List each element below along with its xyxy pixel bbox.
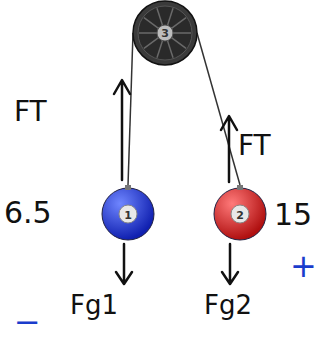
force-label: Fg1 [70,292,118,318]
callout-number: 2 [212,185,268,243]
pulley-wheel: 3 [132,0,198,66]
callout-number: 1 [100,185,156,243]
rope [197,33,240,185]
gravity-arrow [116,244,132,284]
rope [128,33,133,185]
force-label: FT [14,98,47,126]
mass-ball: 2 [212,185,268,241]
callout-number: 3 [132,0,198,66]
force-label: 15 [274,200,312,230]
tension-arrow [114,80,130,180]
tension-arrow [221,116,237,182]
force-label: FT [238,132,271,160]
force-label: − [14,306,41,338]
force-label: 6.5 [4,198,52,228]
gravity-arrow [222,244,238,284]
force-label: + [290,250,317,282]
force-label: Fg2 [204,292,252,318]
mass-ball: 1 [100,185,156,241]
